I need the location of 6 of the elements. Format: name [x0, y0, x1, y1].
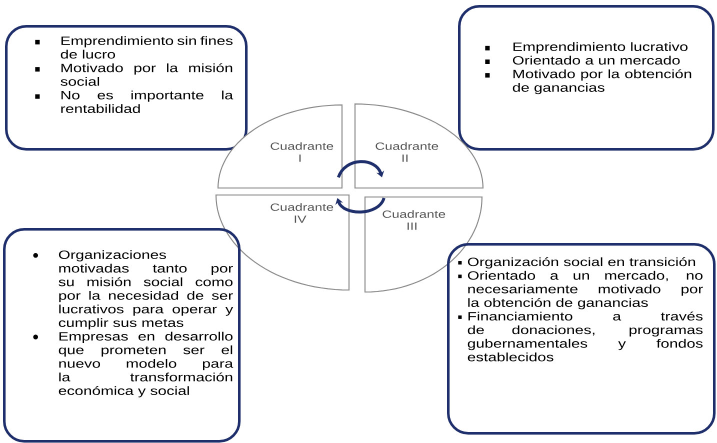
callout-box: Organizaciones motivadas tanto por su misión social como por la necesidad de ser lucrativos para operar y cumplir sus metas Empresas en desarrollo que prometen ser el nuevo modelo para la transformación económica y social [3, 228, 241, 443]
callout-box: Emprendimiento sin fines de lucro Motivado por la misión social No es importante la rentabilidad [5, 25, 248, 151]
curved-arrow [335, 197, 386, 214]
callout-box: Organización social en transición Orientado a un mercado, no necesariamente motivado por la obtención de ganancias Financiamiento a través de donaciones, programas gubernamentales y fondos establecidos [447, 243, 716, 435]
curved-arrow [337, 160, 384, 178]
callout-box: Emprendimiento lucrativo Orientado a un mercado Motivado por la obtención de ganancias [458, 5, 715, 151]
